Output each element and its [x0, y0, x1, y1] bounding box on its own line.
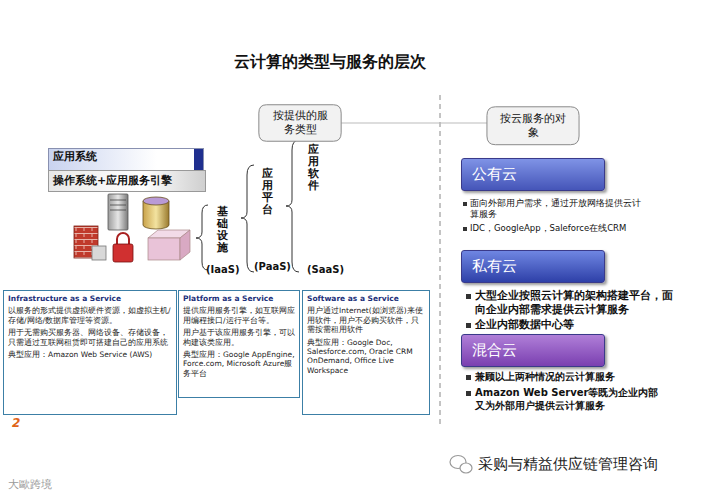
divider [440, 95, 441, 425]
box-body: 典型应用：Amazon Web Service (AWS) [8, 350, 172, 359]
service-box: Infrastructure as a Service 以服务的形式提供虚拟硬件资… [3, 290, 177, 415]
bracket-label: (SaaS) [307, 264, 344, 277]
bracket-label: (PaaS) [254, 261, 291, 274]
box-heading: Infrastructure as a Service [8, 294, 172, 303]
bullet-text: IDC，GoogleApp，Saleforce在线CRM [470, 223, 660, 234]
storage-icon [148, 238, 180, 260]
box-heading: Software as a Service [307, 294, 425, 303]
box-body: 以服务的形式提供虚拟硬件资源，如虚拟主机/存储/网络/数据库管理等资源。 [8, 306, 172, 325]
bracket-label: 基础设施 [217, 206, 228, 254]
bracket [286, 140, 299, 272]
service-box: Software as a Service 用户通过Internet(如浏览器)来… [302, 290, 430, 415]
bullet-text: Amazon Web Server等既为企业内部 又为外部用户提供云计算服务 [475, 387, 665, 412]
server-icon [108, 194, 128, 230]
bar: 应用系统 [48, 148, 204, 172]
bracket-label: 应用软件 [308, 144, 319, 192]
node-text: 操作系统+应用服务引擎 [53, 174, 201, 188]
bullet-text: 企业内部数据中心等 [475, 318, 675, 332]
box-body: 提供应用服务引擎，如互联网应用编程接口/运行平台等。 [183, 306, 295, 325]
node-text: 按云服务的对象 [496, 112, 570, 140]
lock-icon [113, 244, 133, 262]
bullet-text: 大型企业按照云计算的架构搭建平台，面向企业内部需求提供云计算服务 [475, 289, 675, 317]
node-text: 应用系统 [53, 150, 199, 164]
box-body: 用于无需购买服务器、网络设备、存储设备，只需通过互联网租赁即可搭建自己的应用系统 [8, 328, 172, 347]
bracket-label: (IaaS) [206, 264, 240, 277]
database-top [143, 197, 169, 205]
callout: 按提供的服务类型 [258, 104, 342, 142]
bracket [196, 205, 208, 270]
wechat-icon [460, 463, 472, 473]
cloud-box: 公有云 [461, 158, 605, 191]
bar: 操作系统+应用服务引擎 [48, 170, 206, 192]
node-text: 公有云 [472, 165, 594, 184]
guide-line [340, 123, 488, 124]
watermark: 采购与精益供应链管理咨询 [478, 455, 658, 474]
node-text: 按提供的服务类型 [268, 109, 332, 137]
device-icon [92, 246, 106, 260]
service-box: Platform as a Service 提供应用服务引擎，如互联网应用编程接口… [178, 290, 300, 398]
box-body: 用户通过Internet(如浏览器)来使用软件，用户不必购买软件，只需按需租用软… [307, 306, 425, 334]
cloud-box: 混合云 [461, 334, 605, 367]
box-heading: Platform as a Service [183, 294, 295, 303]
watermark: 大歐跨境 [8, 478, 52, 492]
storage-side [180, 230, 190, 260]
box-body: 典型应用：Google Doc, Salesforce.com, Oracle … [307, 338, 425, 376]
lock-shackle [117, 233, 129, 244]
bullet-text: 兼顾以上两种情况的云计算服务 [475, 371, 685, 384]
page-number: 2 [12, 416, 20, 431]
bullet-text: 面向外部用户需求，通过开放网络提供云计算服务 [470, 198, 645, 219]
server-slots [110, 200, 126, 210]
box-body: 用户基于该应用服务引擎，可以构建该类应用。 [183, 328, 295, 347]
title: 云计算的类型与服务的层次 [0, 52, 660, 73]
bracket-label: 应用平台 [262, 168, 273, 216]
callout: 按云服务的对象 [486, 106, 580, 146]
cloud-box: 私有云 [461, 250, 605, 283]
box-body: 典型应用：Google AppEngine, Force.com, Micros… [183, 350, 295, 378]
node-text: 混合云 [472, 341, 594, 360]
node-text: 私有云 [472, 257, 594, 276]
bracket [241, 165, 254, 272]
bullets [463, 202, 471, 396]
